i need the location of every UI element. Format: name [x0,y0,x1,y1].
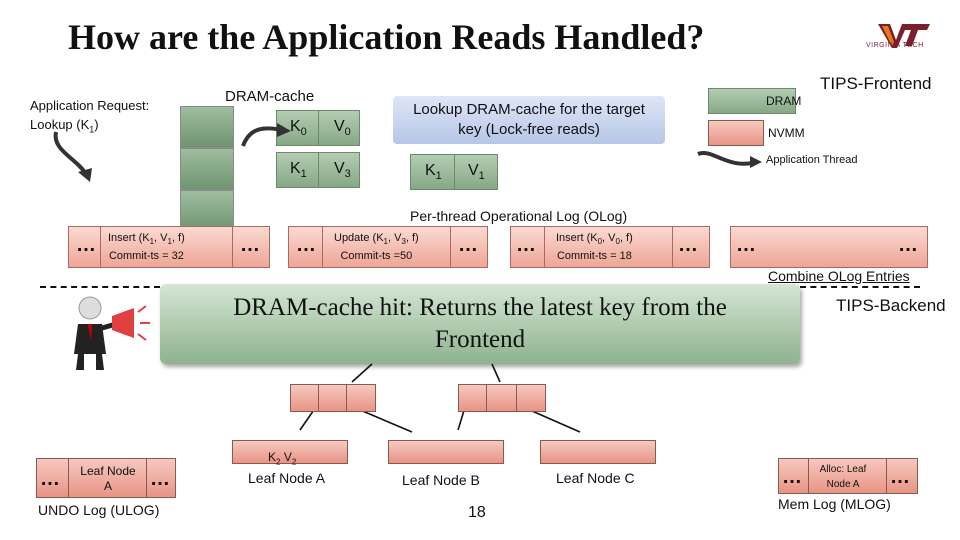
leaf-node-b [388,440,504,464]
frontend-label: TIPS-Frontend [820,74,932,93]
legend-dram-swatch [708,88,796,114]
lookup-line1: Lookup DRAM-cache for the target [413,101,645,118]
mlog-label: Mem Log (MLOG) [778,496,891,512]
thread-arrow-icon [697,150,762,168]
app-request-line2: Lookup (K1) [30,117,99,135]
ellipsis: … [40,468,61,490]
leaf-node-c [540,440,656,464]
lookup-description-box: Lookup DRAM-cache for the target key (Lo… [393,96,665,144]
dram-cache-hit-banner: DRAM-cache hit: Returns the latest key f… [160,284,800,364]
ellipsis: … [240,234,261,256]
ellipsis: … [678,234,699,256]
oplog-thread-4 [730,226,928,268]
cache-entry-divider [318,152,319,188]
logo-text: VIRGINIA TECH [866,42,924,49]
lookup-result-divider [454,154,455,190]
page-number: 18 [468,504,486,521]
banner-line2: Frontend [434,326,526,353]
cache-row0-value: V0 [334,118,351,139]
legend-dram-label: DRAM [766,94,802,108]
leaf-node-b-label: Leaf Node B [402,472,480,488]
oplog-entry-update-k1: Update (K1, V3, f) Commit-ts =50 [334,232,419,263]
frontend-backend-separator [40,286,160,288]
ellipsis: … [150,468,171,490]
person-megaphone-icon [74,296,150,370]
cache-slot [180,190,234,232]
cache-row1-value: V3 [334,160,351,181]
ellipsis: … [296,234,317,256]
cache-row1-key: K1 [290,160,307,181]
leaf-node-a-kv: K2 V2 [268,450,297,467]
cache-entry-divider [318,110,319,146]
virginia-tech-logo [878,24,930,48]
legend-nvmm-swatch [708,120,764,146]
frontend-backend-separator [800,286,920,288]
dram-cache-label: DRAM-cache [225,88,315,105]
combine-olog-label: Combine OLog Entries [768,268,910,284]
oplog-entry-insert-k1: Insert (K1, V1, f) Commit-ts = 32 [108,232,185,263]
app-thread-arrow-icon [53,131,92,182]
ulog-entry: Leaf Node A [80,464,136,493]
legend-thread-label: Application Thread [766,154,858,166]
ellipsis: … [516,234,537,256]
lookup-result-key: K1 [425,162,442,183]
cache-slot [180,106,234,148]
cache-slot [180,148,234,190]
oplog-title: Per-thread Operational Log (OLog) [410,208,628,224]
cache-row0-key: K0 [290,118,307,139]
backend-label: TIPS-Backend [836,296,946,315]
app-request-label: Application Request: Lookup (K1) [30,96,149,140]
legend-nvmm-label: NVMM [768,126,805,140]
internal-node-right [458,384,546,412]
oplog-thread-2 [288,226,488,268]
page-title: How are the Application Reads Handled? [68,17,705,57]
ellipsis: … [782,466,803,488]
internal-node-left [290,384,376,412]
mlog-entry: Alloc: Leaf Node A [819,464,867,490]
oplog-entry-insert-k0: Insert (K0, V0, f) Commit-ts = 18 [556,232,633,263]
oplog-thread-1 [68,226,270,268]
lookup-result-value: V1 [468,162,485,183]
ellipsis: … [898,234,919,256]
ulog-box [36,458,176,498]
lookup-line2: key (Lock-free reads) [458,121,600,138]
ellipsis: … [458,234,479,256]
leaf-node-c-label: Leaf Node C [556,470,635,486]
leaf-node-a [232,440,348,464]
ellipsis: … [890,466,911,488]
mlog-box [778,458,918,494]
ellipsis: … [736,234,757,256]
ellipsis: … [76,234,97,256]
ulog-label: UNDO Log (ULOG) [38,502,160,518]
leaf-node-a-label: Leaf Node A [248,470,326,486]
app-request-line1: Application Request: [30,98,150,113]
banner-line1: DRAM-cache hit: Returns the latest key f… [233,294,727,321]
oplog-thread-3 [510,226,710,268]
lookup-arrow-icon [241,123,291,147]
